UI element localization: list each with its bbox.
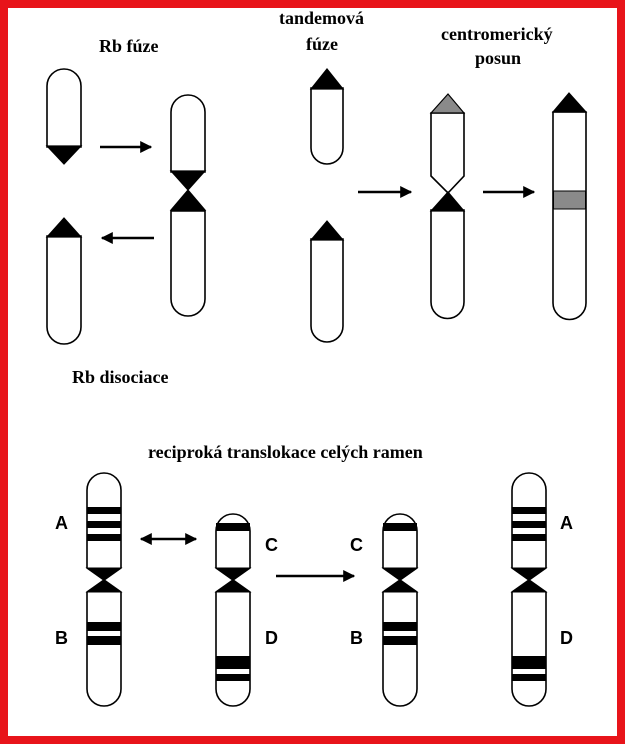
acrocentric-chromosome-1 xyxy=(45,68,83,165)
arm-label-c: C xyxy=(265,535,278,555)
chromosome-ad xyxy=(510,472,548,707)
chromosome-cb xyxy=(381,513,419,707)
reciprocal-translocation-title: reciproká translokace celých ramen xyxy=(148,442,423,462)
tandem-acrocentric-upper xyxy=(309,68,345,165)
arm-label-a: A xyxy=(560,513,573,533)
arm-label-a: A xyxy=(55,513,68,533)
arm-label-d: D xyxy=(560,628,573,648)
metacentric-fused-chromosome xyxy=(169,94,207,317)
rb-fusion-title: Rb fúze xyxy=(99,36,159,56)
tandem-fusion-title-line2: fúze xyxy=(306,34,338,54)
arm-label-c: C xyxy=(350,535,363,555)
arm-label-b: B xyxy=(350,628,363,648)
dicentric-chromosome xyxy=(429,93,466,320)
centromeric-shift-title-line1: centromerický xyxy=(441,24,553,44)
tandem-acrocentric-lower xyxy=(309,220,345,343)
tandem-fusion-title-line1: tandemová xyxy=(279,8,364,28)
centromeric-shift-chromosome xyxy=(551,92,588,321)
centromeric-shift-title-line2: posun xyxy=(475,48,521,68)
arm-label-b: B xyxy=(55,628,68,648)
rb-dissociation-title: Rb disociace xyxy=(72,367,169,387)
chromosome-cd xyxy=(214,513,252,707)
arm-label-d: D xyxy=(265,628,278,648)
chromosome-ab xyxy=(85,472,123,707)
acrocentric-chromosome-2 xyxy=(45,217,83,345)
